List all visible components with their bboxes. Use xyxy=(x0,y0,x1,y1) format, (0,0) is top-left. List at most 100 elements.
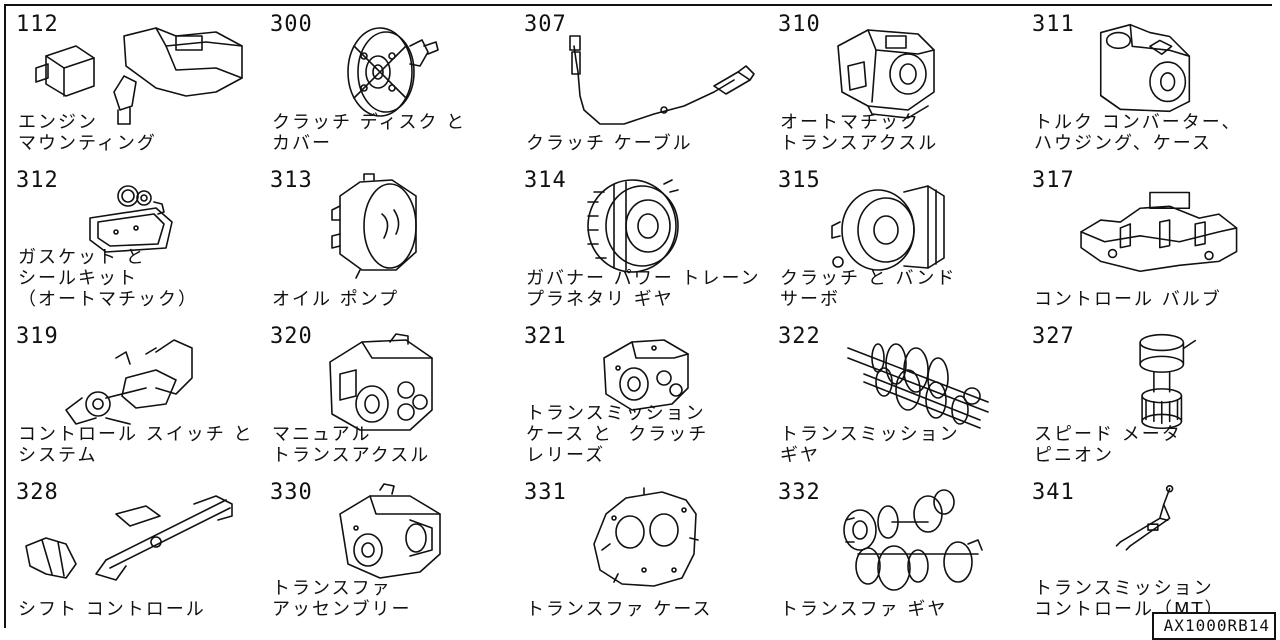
part-name-line: ピニオン xyxy=(1034,445,1114,466)
part-name: ガバナー パワー トレーンプラネタリ ギヤ xyxy=(526,268,761,310)
part-code: 327 xyxy=(1032,324,1075,349)
gasket-kit-icon xyxy=(89,185,173,253)
part-cell-317[interactable]: 317 コントロール バルブ xyxy=(1022,162,1272,320)
part-name-line: ガスケット と xyxy=(18,247,146,268)
clutch-cable-icon xyxy=(569,35,755,125)
part-code: 321 xyxy=(524,324,567,349)
part-name: トルク コンバーター、ハウジング、ケース xyxy=(1034,112,1242,154)
part-cell-312[interactable]: 312 ガスケット とシールキット（オートマチック） xyxy=(6,162,262,320)
transmission-control-mt-icon xyxy=(1115,485,1174,551)
part-code: 315 xyxy=(778,168,821,193)
part-name-line: トランスミッション xyxy=(780,424,960,445)
part-name-line: トランスアクスル xyxy=(780,133,939,154)
part-name-line: トランスファ ケース xyxy=(526,599,713,620)
part-code: 328 xyxy=(16,480,59,505)
part-name-line: カバー xyxy=(272,133,332,154)
part-cell-311[interactable]: 311 トルク コンバーター、ハウジング、ケース xyxy=(1022,6,1272,164)
transfer-case-icon xyxy=(593,487,699,587)
part-cell-332[interactable]: 332 トランスファ ギヤ xyxy=(768,474,1024,628)
part-name-line: トランスアクスル xyxy=(272,445,431,466)
part-code: 312 xyxy=(16,168,59,193)
part-code: 322 xyxy=(778,324,821,349)
part-code: 311 xyxy=(1032,12,1075,37)
part-name: トランスファ ケース xyxy=(526,599,712,620)
part-name-line: クラッチ ケーブル xyxy=(526,133,693,154)
part-name-line: エンジン xyxy=(18,112,98,133)
clutch-disc-icon xyxy=(347,27,439,117)
part-name: トランスファアッセンブリー xyxy=(272,578,411,620)
part-name: トランスファ ギヤ xyxy=(780,599,947,620)
part-cell-314[interactable]: 314 ガバナー パワー トレーンプラネタリ ギヤ xyxy=(514,162,770,320)
part-cell-322[interactable]: 322 トランスミッションギヤ xyxy=(768,318,1024,476)
part-name-line: クラッチ ディスク と xyxy=(272,112,467,133)
part-code: 313 xyxy=(270,168,313,193)
part-name-line: オートマチック xyxy=(780,112,920,133)
part-cell-320[interactable]: 320 マニュアルトランスアクスル xyxy=(260,318,516,476)
part-name: クラッチ ディスク とカバー xyxy=(272,112,466,154)
transfer-gear-icon xyxy=(843,489,983,591)
part-name-line: ケース と クラッチ xyxy=(526,424,709,445)
automatic-transaxle-icon xyxy=(837,29,935,119)
part-cell-319[interactable]: 319 コントロール スイッチ とシステム xyxy=(6,318,262,476)
part-name-line: トランスファ ギヤ xyxy=(780,599,948,620)
part-name-line: レリーズ xyxy=(526,445,606,466)
part-name-line: （オートマチック） xyxy=(18,289,198,310)
part-code: 332 xyxy=(778,480,821,505)
part-code: 319 xyxy=(16,324,59,349)
part-name-line: コントロール バルブ xyxy=(1034,289,1222,310)
part-name-line: ガバナー パワー トレーン xyxy=(526,268,761,289)
part-name-line: トランスミッション xyxy=(1034,578,1214,599)
part-cell-327[interactable]: 327 スピード メータピニオン xyxy=(1022,318,1272,476)
part-name-line: アッセンブリー xyxy=(272,599,412,620)
part-code: 314 xyxy=(524,168,567,193)
part-code: 341 xyxy=(1032,480,1075,505)
part-name: コントロール スイッチ とシステム xyxy=(18,424,253,466)
part-cell-328[interactable]: 328 シフト コントロール xyxy=(6,474,262,628)
part-code: 307 xyxy=(524,12,567,37)
part-name-line: クラッチ と バンド xyxy=(780,268,957,289)
part-name-line: プラネタリ ギヤ xyxy=(526,289,674,310)
part-cell-313[interactable]: 313 オイル ポンプ xyxy=(260,162,516,320)
part-name-line: ギヤ xyxy=(780,445,820,466)
drawing-code: AX1000RB14 xyxy=(1151,612,1276,640)
manual-transaxle-icon xyxy=(329,333,433,431)
transmission-gear-icon xyxy=(847,343,989,429)
part-cell-112[interactable]: 112 エンジンマウンティング xyxy=(6,6,262,164)
part-cell-330[interactable]: 330 トランスファアッセンブリー xyxy=(260,474,516,628)
speedometer-pinion-icon xyxy=(1139,333,1197,430)
part-cell-300[interactable]: 300 クラッチ ディスク とカバー xyxy=(260,6,516,164)
part-code: 330 xyxy=(270,480,313,505)
oil-pump-icon xyxy=(331,173,417,279)
part-name-line: スピード メータ xyxy=(1034,424,1182,445)
part-code: 112 xyxy=(16,12,59,37)
part-name-line: トランスミッション xyxy=(526,403,706,424)
part-cell-321[interactable]: 321 トランスミッションケース と クラッチレリーズ xyxy=(514,318,770,476)
part-name: シフト コントロール xyxy=(18,599,206,620)
part-name-line: システム xyxy=(18,445,98,466)
part-name: トランスミッションケース と クラッチレリーズ xyxy=(526,403,708,466)
part-code: 331 xyxy=(524,480,567,505)
planetary-gear-icon xyxy=(587,179,679,273)
control-valve-icon xyxy=(1080,191,1238,273)
part-name-line: マウンティング xyxy=(18,133,157,154)
part-code: 320 xyxy=(270,324,313,349)
part-name-line: ハウジング、ケース xyxy=(1034,133,1212,154)
part-cell-331[interactable]: 331 トランスファ ケース xyxy=(514,474,770,628)
part-name: ガスケット とシールキット（オートマチック） xyxy=(18,247,198,310)
parts-catalog-grid: 112 エンジンマウンティング 300 クラッチ ディスク とカバー 307 クラッチ ケ… xyxy=(4,4,1272,628)
part-name-line: シフト コントロール xyxy=(18,599,206,620)
part-name: オイル ポンプ xyxy=(272,289,399,310)
part-code: 300 xyxy=(270,12,313,37)
part-name-line: オイル ポンプ xyxy=(272,289,400,310)
part-name: オートマチックトランスアクスル xyxy=(780,112,938,154)
part-name-line: トランスファ xyxy=(272,578,392,599)
part-name-line: マニュアル xyxy=(272,424,372,445)
part-cell-307[interactable]: 307 クラッチ ケーブル xyxy=(514,6,770,164)
transfer-assembly-icon xyxy=(339,483,441,579)
clutch-band-servo-icon xyxy=(831,185,945,271)
part-code: 317 xyxy=(1032,168,1075,193)
part-name-line: トルク コンバーター、 xyxy=(1034,112,1242,133)
